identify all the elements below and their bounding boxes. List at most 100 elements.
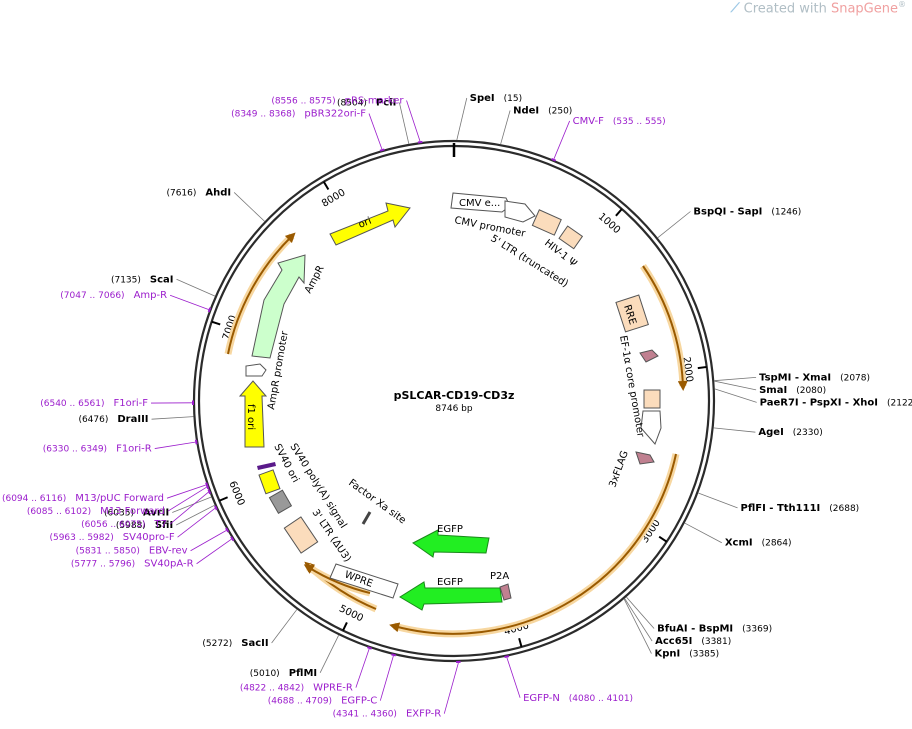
primer-label[interactable]: EGFP-C(4688 .. 4709) <box>268 696 378 707</box>
primer-label[interactable]: CMV-F(535 .. 555) <box>573 116 666 127</box>
primer-label[interactable]: F1ori-R(6330 .. 6349) <box>43 444 152 455</box>
primer-leader <box>196 538 232 565</box>
primer-label[interactable]: WPRE-R(4822 .. 4842) <box>240 683 353 694</box>
site-label[interactable]: PflFI - Tth111I(2688) <box>741 503 860 514</box>
site-name: PflMI <box>289 668 317 679</box>
site-name: ScaI <box>150 274 174 285</box>
primer-label[interactable]: EGFP-N(4080 .. 4101) <box>523 693 633 704</box>
site-position: (7616) <box>166 188 196 198</box>
primer-name: WPRE-R <box>313 683 353 694</box>
site-label[interactable]: BspQI - SapI(1246) <box>693 206 801 217</box>
site-label[interactable]: PflMI(5010) <box>250 668 317 679</box>
primer-marker <box>207 489 212 495</box>
orf-arc-wpre-inner <box>303 564 371 594</box>
primer-label[interactable]: EBV-rev(5831 .. 5850) <box>76 546 188 557</box>
tick-label: 6000 <box>226 480 246 508</box>
primer-leader <box>355 648 370 688</box>
primer-name: pRS-marker <box>345 96 405 107</box>
site-name: AhdI <box>205 187 231 198</box>
site-label[interactable]: PaeR7I - PspXI - XhoI (2122) <box>760 397 912 408</box>
site-position: (2330) <box>793 428 823 438</box>
site-leader <box>271 609 298 644</box>
primer-leader <box>406 100 421 142</box>
site-name: PaeR7I - PspXI - XhoI <box>760 397 878 408</box>
site-name: PciI <box>376 98 396 109</box>
hiv-psi-shape <box>558 225 584 250</box>
watermark-mark: ® <box>898 0 906 9</box>
site-label[interactable]: NdeI(250) <box>513 106 572 117</box>
primer-name: M13/pUC Forward <box>75 493 164 504</box>
primer-label[interactable]: M13 Forward(6085 .. 6102) <box>27 506 165 517</box>
site-leader <box>714 388 757 403</box>
primer-label[interactable]: M13/pUC Forward(6094 .. 6116) <box>2 493 164 504</box>
tick-mark <box>697 365 707 370</box>
primer-name: SV40pro-F <box>123 532 175 543</box>
primer-label[interactable]: SV40pro-F(5963 .. 5982) <box>49 532 174 543</box>
primer-label[interactable]: SV40pA-R(5777 .. 5796) <box>71 559 194 570</box>
plasmid-name: pSLCAR-CD19-CD3z <box>394 389 515 402</box>
primer-leader <box>169 294 209 310</box>
primer-position: (8349 .. 8368) <box>231 110 295 120</box>
site-label[interactable]: KpnI(3385) <box>654 649 719 660</box>
site-label[interactable]: SfiI(5988) <box>116 520 173 531</box>
primer-name: pBR322ori-F <box>304 109 366 120</box>
primer-marker <box>205 484 210 490</box>
primer-label[interactable]: Amp-R(7047 .. 7066) <box>60 290 167 301</box>
site-name: BspQI - SapI <box>693 206 762 217</box>
site-label[interactable]: AvrII(6035) <box>104 507 169 518</box>
site-label[interactable]: SmaI(2080) <box>759 385 826 396</box>
p2a-label: P2A <box>490 571 509 582</box>
site-leader <box>684 522 723 544</box>
primer-name: M13 Forward <box>100 506 165 517</box>
primer-position: (7047 .. 7066) <box>60 291 124 301</box>
site-label[interactable]: ScaI(7135) <box>111 274 174 285</box>
feature-factor-xa: Factor Xa site <box>346 478 407 527</box>
primer-label[interactable]: T7(6056 .. 6075) <box>81 519 167 530</box>
orf-arcs <box>224 232 688 638</box>
site-position: (2122) <box>887 398 912 408</box>
site-label[interactable]: DraIII(6476) <box>78 414 148 425</box>
feature-cmv-enhancer: CMV e... <box>450 192 511 213</box>
primer-label[interactable]: F1ori-F(6540 .. 6561) <box>40 398 148 409</box>
primer-leader <box>553 120 570 159</box>
primer-label[interactable]: pRS-marker(8556 .. 8575) <box>271 96 404 107</box>
site-label[interactable]: SacII(5272) <box>202 638 268 649</box>
primer-marker <box>230 536 235 542</box>
site-label[interactable]: PciI(8504) <box>337 98 396 109</box>
site-leader <box>626 596 655 629</box>
primer-position: (535 .. 555) <box>613 117 666 127</box>
primer-leader <box>167 486 207 512</box>
site-name: SfiI <box>155 520 173 531</box>
site-label[interactable]: TspMI - XmaI(2078) <box>759 372 870 383</box>
site-leader <box>500 110 511 145</box>
sv40ori-shape <box>258 469 281 495</box>
site-leader <box>172 496 212 513</box>
feature-ef1a: EF-1α core promoter <box>617 335 662 445</box>
primer-leader <box>169 491 209 525</box>
site-leader <box>176 278 216 297</box>
site-label[interactable]: AhdI (7616) <box>166 187 231 198</box>
site-label[interactable]: SpeI(15) <box>470 93 522 104</box>
ltr3-shape <box>283 516 319 554</box>
orf-arc-ampr <box>227 232 296 355</box>
sv40ori-marker-shape <box>257 462 276 470</box>
tick-label: 5000 <box>337 603 365 624</box>
feature-ori: ori <box>329 202 411 246</box>
tick-mark <box>658 535 668 543</box>
site-label[interactable]: BfuAI - BspMI(3369) <box>657 624 772 635</box>
site-label[interactable]: AgeI(2330) <box>758 427 822 438</box>
primer-position: (6056 .. 6075) <box>81 520 145 530</box>
ef1a-box-shape <box>643 389 661 409</box>
primer-label[interactable]: EXFP-R(4341 .. 4360) <box>333 709 442 720</box>
primer-marker <box>379 148 385 152</box>
site-label[interactable]: Acc65I(3381) <box>655 636 731 647</box>
orf-arc-ef1a-highlight <box>640 264 687 387</box>
primer-marker <box>367 646 372 650</box>
primer-name: EGFP-N <box>523 693 560 704</box>
site-name: TspMI - XmaI <box>759 372 831 383</box>
site-position: (5272) <box>202 639 232 649</box>
primer-label[interactable]: pBR322ori-F (8349 .. 8368) <box>231 109 366 120</box>
site-label[interactable]: XcmI(2864) <box>725 538 792 549</box>
primer-position: (6540 .. 6561) <box>40 399 104 409</box>
